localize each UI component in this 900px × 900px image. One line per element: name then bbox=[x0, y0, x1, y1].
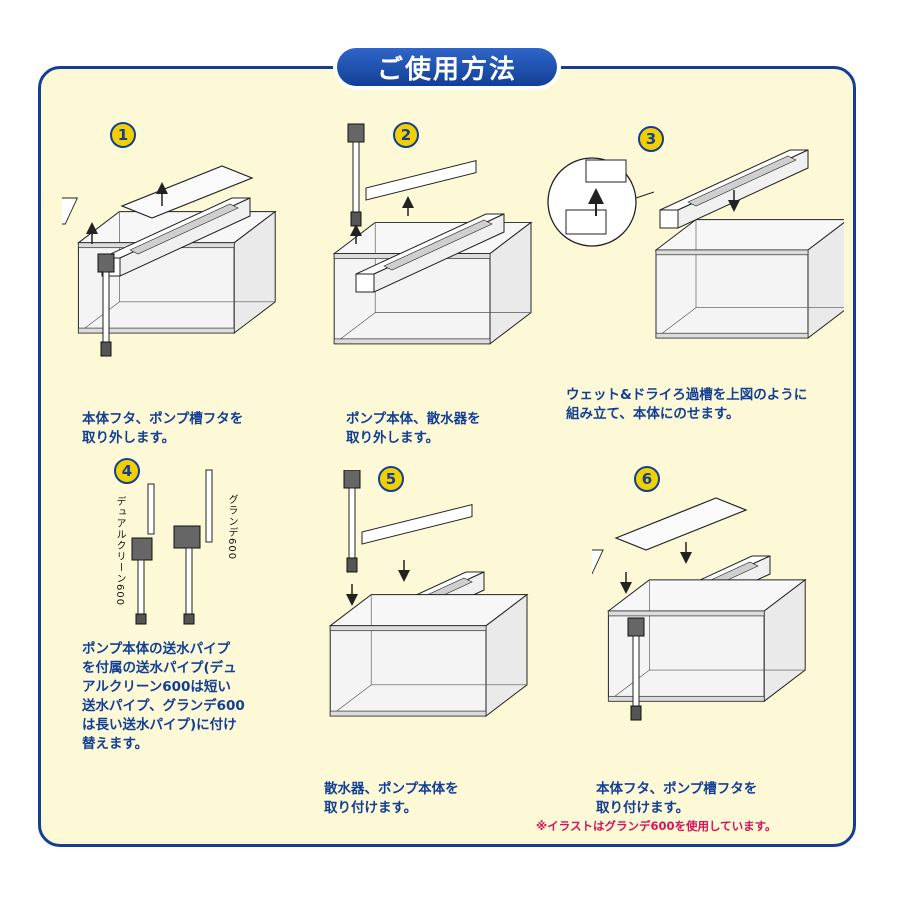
long-pipe-label: グランデ600 bbox=[226, 494, 237, 561]
step-5-badge: 5 bbox=[378, 466, 404, 492]
title-banner: ご使用方法 bbox=[337, 48, 557, 86]
step-4-caption: ポンプ本体の送水パイプ を付属の送水パイプ(デュ アルクリーン600は短い 送水… bbox=[82, 641, 245, 752]
step-3-illustration bbox=[547, 149, 844, 339]
step-1-illustration bbox=[62, 165, 276, 357]
step-3-badge: 3 bbox=[638, 126, 664, 152]
step-4-illustration bbox=[131, 469, 213, 625]
page-title: ご使用方法 bbox=[376, 54, 517, 85]
step-4-badge: 4 bbox=[114, 458, 140, 484]
short-pipe-label: デュアルクリーン600 bbox=[114, 496, 125, 607]
step-6-badge: 6 bbox=[634, 466, 660, 492]
step-6-illustration bbox=[592, 497, 806, 721]
step-2-illustration bbox=[333, 123, 532, 345]
step-2-caption: ポンプ本体、散水器を 取り外します。 bbox=[346, 411, 481, 446]
step-1-badge: 1 bbox=[110, 122, 136, 148]
step-6-caption: 本体フタ、ポンプ槽フタを 取り付けます。 bbox=[596, 781, 758, 816]
step-3-caption: ウェット&ドライろ過槽を上図のように 組み立て、本体にのせます。 bbox=[566, 387, 808, 422]
step-5-illustration bbox=[329, 470, 528, 717]
step-2-badge: 2 bbox=[393, 122, 419, 148]
step-1-caption: 本体フタ、ポンプ槽フタを 取り外します。 bbox=[82, 411, 244, 446]
illustration-note: ※イラストはグランデ600を使用しています。 bbox=[536, 819, 777, 833]
step-5-caption: 散水器、ポンプ本体を 取り付けます。 bbox=[324, 781, 459, 816]
